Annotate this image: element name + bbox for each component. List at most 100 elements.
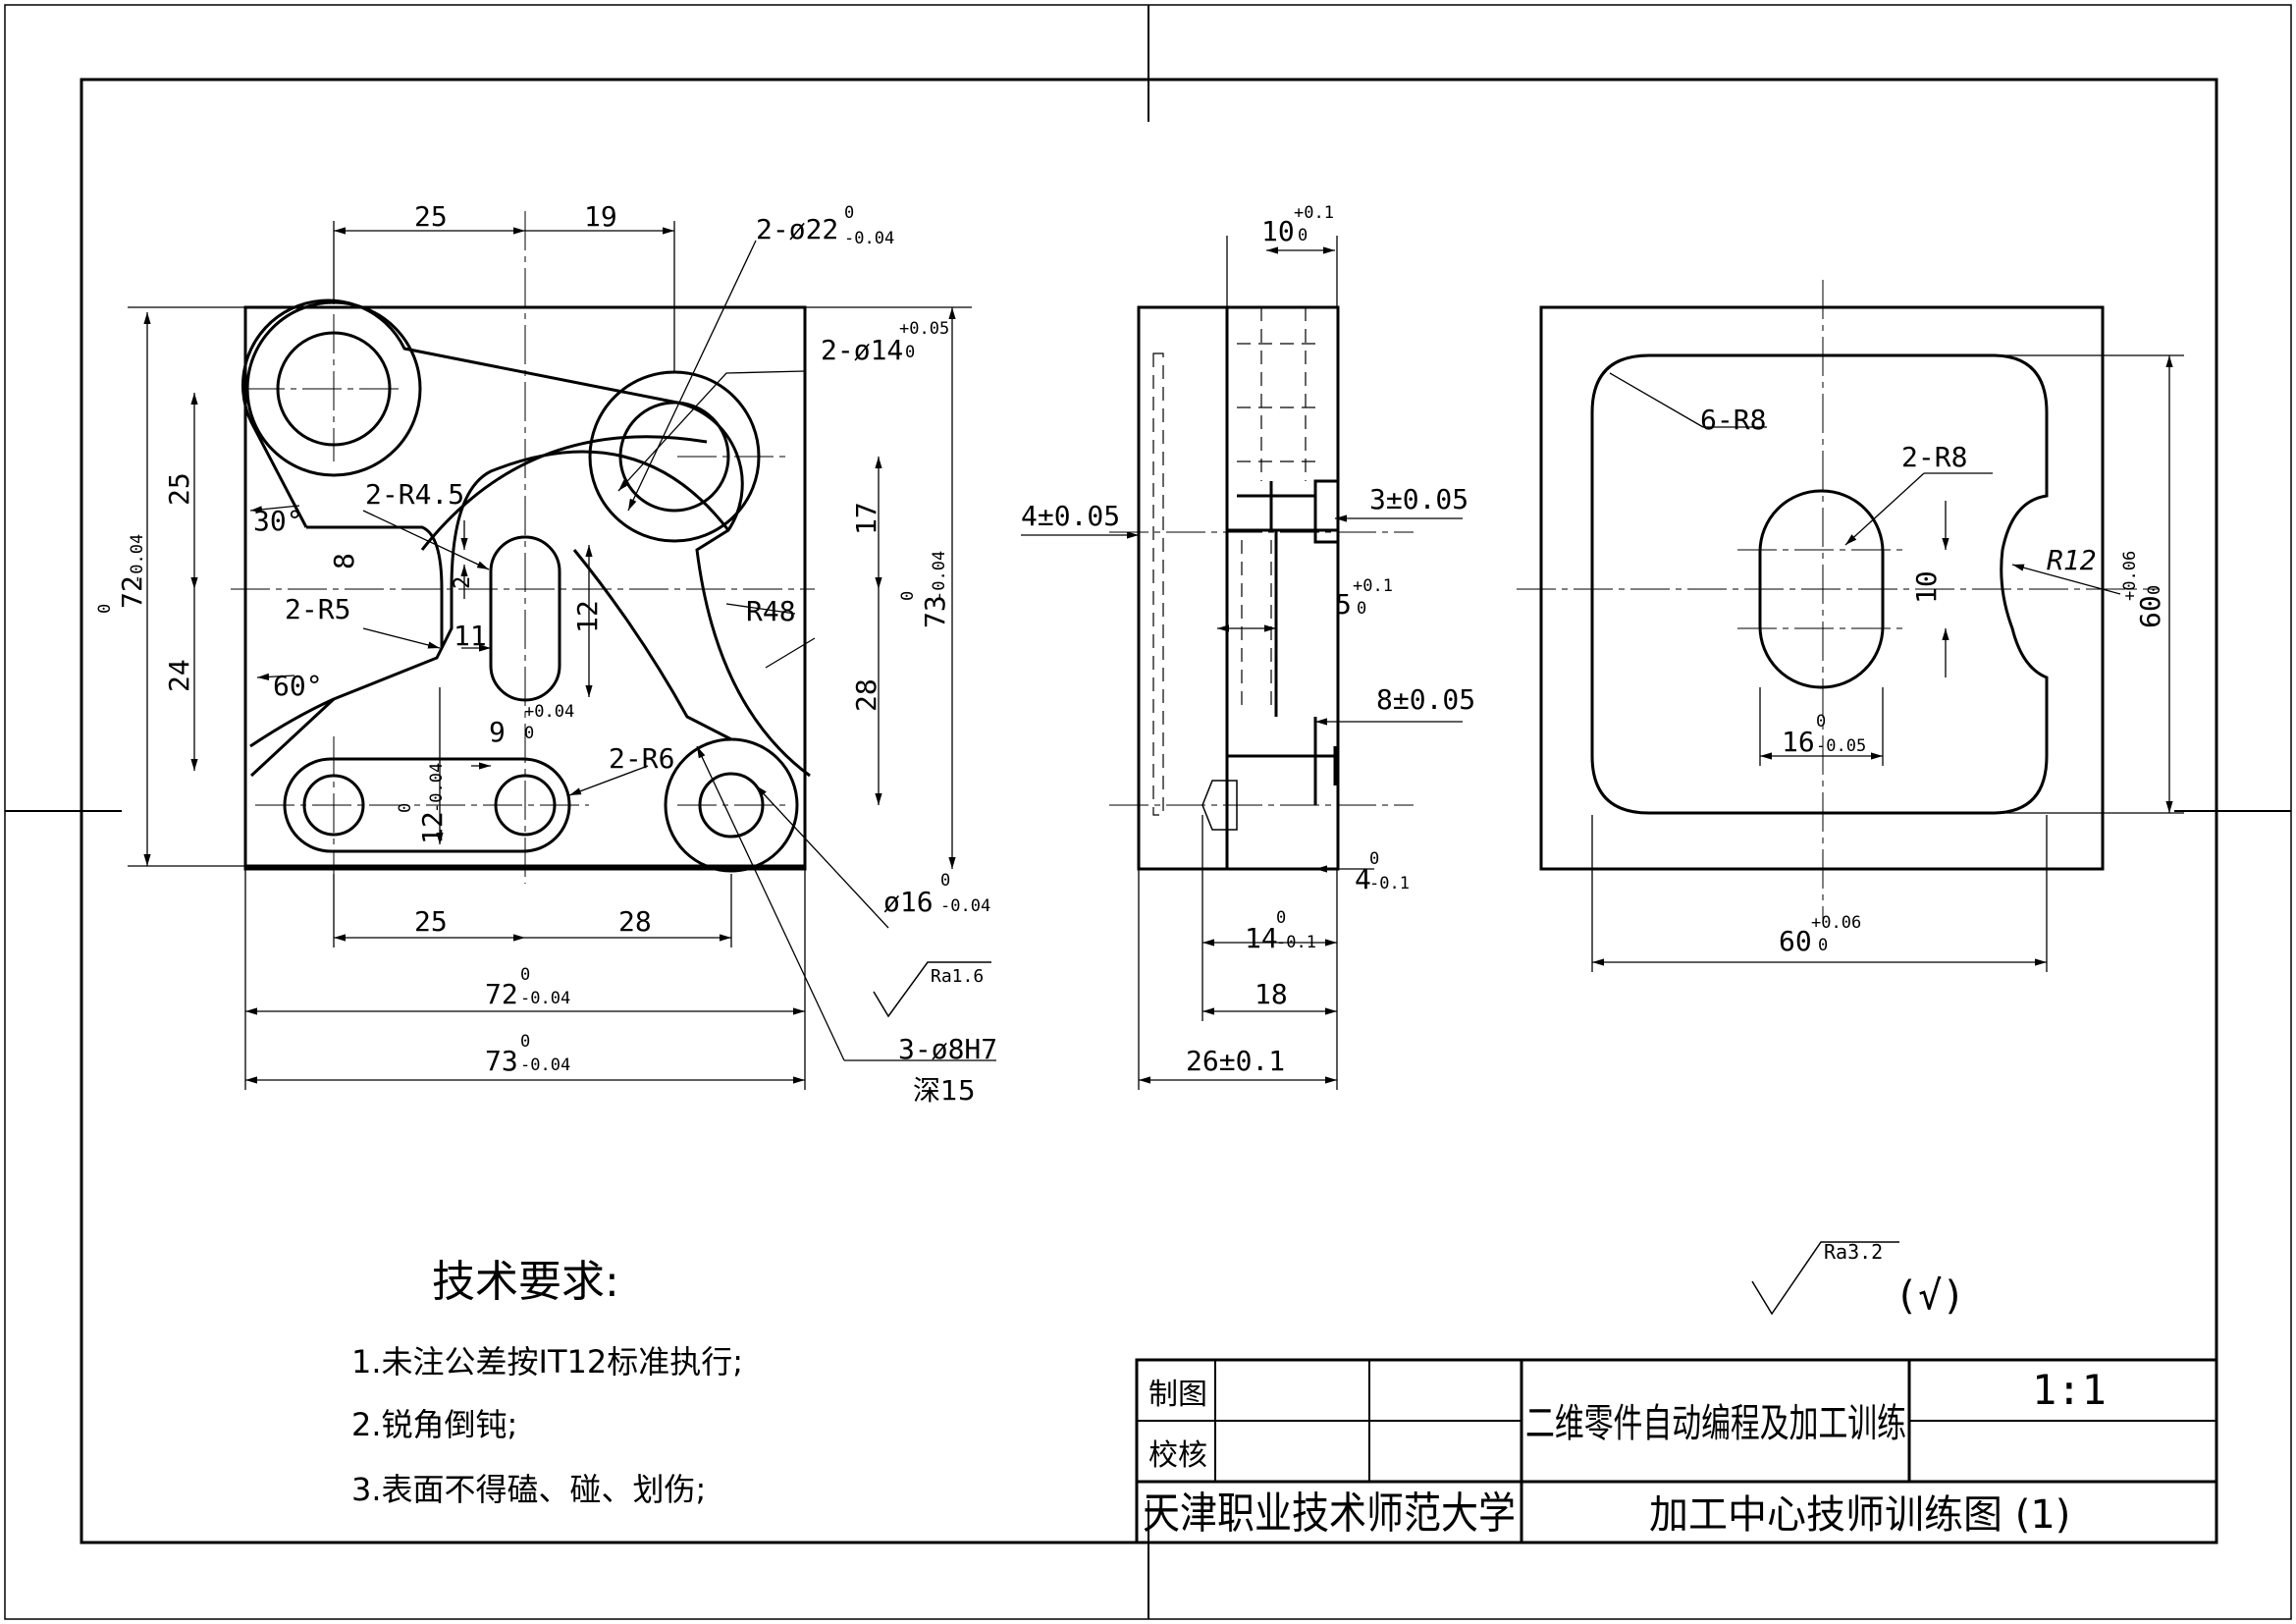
r48-arc [420,435,708,551]
svg-text:0: 0 [520,1032,530,1052]
angle-60: 60° [273,670,323,702]
dim-top-25: 25 [414,200,448,233]
dim-d3: 3±0.05 [1369,483,1468,515]
pocket-profile [1590,353,2049,815]
dim-d14: 14 [1245,922,1278,954]
drawing-title: 加工中心技师训练图 (1) [1649,1492,2070,1538]
tech-title: 技术要求: [432,1257,619,1307]
title-block [1135,1358,2218,1544]
svg-text:-0.04: -0.04 [520,989,570,1008]
dim-dia-16: ø16 [883,886,934,918]
dim-r8-6: 6-R8 [1700,404,1766,436]
front-view [128,211,996,1090]
svg-text:0: 0 [940,871,950,891]
dim-slot-12: 12 [571,600,604,633]
svg-text:0: 0 [905,343,915,362]
svg-text:-0.1: -0.1 [1369,874,1410,893]
svg-text:0: 0 [524,724,534,743]
svg-text:-0.04: -0.04 [930,551,949,601]
dim-back-16: 16 [1782,726,1815,758]
svg-text:-0.04: -0.04 [940,896,990,916]
pin-hole-bl [302,774,365,837]
general-surface-finish: Ra3.2 (√) [1751,1240,1965,1319]
dim-r48: R48 [746,595,796,627]
dim-r5: 2-R5 [285,593,350,625]
dim-bottom-25: 25 [414,905,448,938]
scale: 1:1 [2032,1366,2107,1414]
project-name: 二维零件自动编程及加工训练 [1525,1401,1906,1446]
front-view-text: 25 19 2-ø22 0 -0.04 2-ø14 +0.05 0 2-R4.5… [95,200,997,1107]
dim-right-17: 17 [850,502,882,535]
svg-text:-0.04: -0.04 [427,763,447,813]
ra-1-6: Ra1.6 [931,966,984,987]
svg-text:0: 0 [844,203,854,223]
dim-d8: 8±0.05 [1376,683,1475,716]
dim-right-28: 28 [850,678,882,712]
dim-r8-2: 2-R8 [1901,441,1967,473]
svg-text:0: 0 [1816,712,1826,731]
back-outline [1539,305,2105,871]
back-view [1517,280,2184,972]
ra-rest: (√) [1895,1273,1965,1319]
center-slot [489,535,561,702]
pin-holes-label: 3-ø8H7 [898,1033,997,1065]
dim-d4: 4±0.05 [1021,500,1120,532]
back-slot [1758,489,1885,689]
dim-left-2: 2 [451,576,475,589]
dim-right-73: 73 [919,595,951,628]
back-view-text: 6-R8 2-R8 R12 10 16 0 -0.05 60 +0.06 0 6… [1700,404,2166,957]
dim-d10: 10 [1261,215,1295,247]
svg-text:+0.06: +0.06 [1811,913,1861,933]
side-view [1021,236,1463,1090]
svg-text:0: 0 [2145,585,2164,595]
bottom-slot [283,757,571,853]
dim-slot-11: 11 [454,620,487,652]
bore-22-left [276,331,392,447]
tech-item-1: 1.未注公差按IT12标准执行; [351,1343,743,1380]
tech-item-2: 2.锐角倒钝; [351,1406,517,1443]
dim-back-60h: 60 [1779,925,1812,957]
svg-text:0: 0 [1357,599,1366,619]
svg-text:0: 0 [1298,226,1308,245]
center-lines [231,211,815,884]
svg-text:-0.04: -0.04 [844,229,894,248]
svg-text:0: 0 [396,803,415,813]
dim-top-19: 19 [584,200,617,233]
dim-bottom-28: 28 [618,905,652,938]
svg-text:0: 0 [1276,908,1286,928]
bore-22-right [618,401,730,513]
svg-text:-0.1: -0.1 [1276,933,1316,952]
dim-bore-22: 2-ø22 [756,213,838,245]
svg-text:-0.04: -0.04 [128,534,147,584]
side-view-text: 10 +0.1 0 4±0.05 3±0.05 5 +0.1 0 8±0.05 … [1021,203,1475,1077]
dim-d5: 5 [1335,588,1352,621]
dim-d18: 18 [1255,978,1288,1010]
svg-text:0: 0 [898,591,918,601]
dim-left-8: 8 [328,553,360,569]
dim-back-10: 10 [1910,570,1943,604]
dim-r12: R12 [2047,544,2097,576]
svg-text:+0.1: +0.1 [1294,203,1334,223]
svg-text:+0.06: +0.06 [2120,551,2140,601]
dim-d26: 26±0.1 [1186,1045,1285,1077]
tech-requirements: 技术要求: 1.未注公差按IT12标准执行; 2.锐角倒钝; 3.表面不得磕、碰… [351,1257,743,1508]
school-name: 天津职业技术师范大学 [1143,1489,1516,1539]
svg-text:0: 0 [95,604,115,614]
dim-slot-9: 9 [489,716,506,748]
svg-text:0: 0 [520,965,530,985]
dim-slot-12b: 12 [416,811,449,844]
dim-overall-72: 72 [116,575,148,609]
pin-depth-label: 深15 [913,1074,976,1107]
svg-text:-0.04: -0.04 [520,1056,570,1075]
svg-text:+0.05: +0.05 [899,319,949,339]
dim-back-60v: 60 [2134,595,2166,628]
svg-text:0: 0 [1818,936,1828,955]
dim-bore-14: 2-ø14 [821,334,903,366]
svg-text:0: 0 [1369,849,1379,869]
angle-30: 30° [253,505,303,537]
draw-label: 制图 [1148,1378,1207,1412]
svg-text:+0.1: +0.1 [1353,576,1393,596]
surface-finish-symbol [873,961,991,1018]
part-outline [243,305,807,871]
